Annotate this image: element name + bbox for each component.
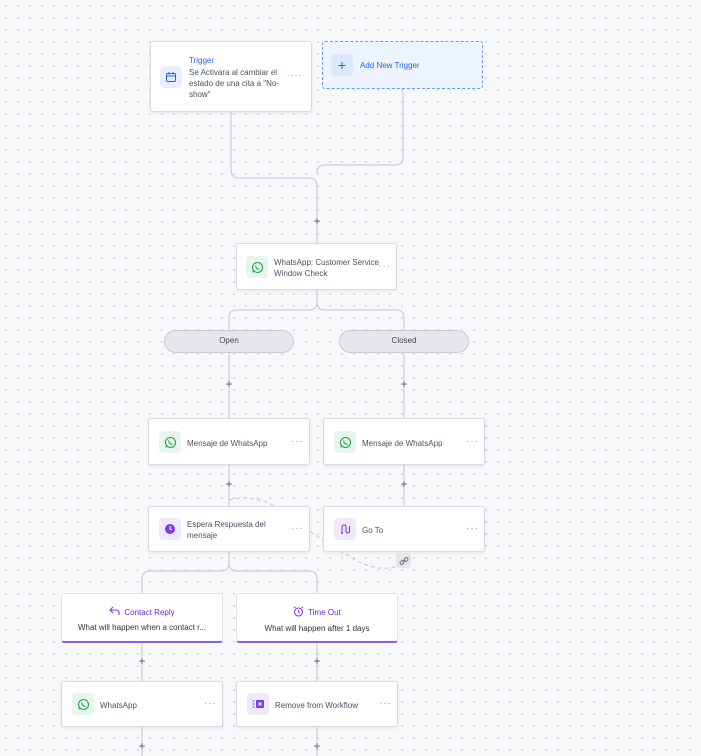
whatsapp-card[interactable]: WhatsApp ··· — [61, 681, 223, 727]
time-out-branch[interactable]: Time Out What will happen after 1 days — [236, 593, 398, 643]
add-step-plus[interactable]: + — [313, 654, 321, 668]
time-out-subtitle: What will happen after 1 days — [264, 624, 370, 633]
whatsapp-icon — [72, 693, 94, 715]
whatsapp-icon — [334, 431, 356, 453]
whatsapp-label: WhatsApp — [100, 701, 137, 710]
time-out-title: Time Out — [308, 608, 341, 617]
branch-closed[interactable]: Closed — [339, 330, 469, 353]
mensaje-closed-label: Mensaje de WhatsApp — [362, 439, 443, 448]
trigger-card[interactable]: Trigger Se Activara al cambiar el estado… — [150, 41, 312, 112]
remove-label: Remove from Workflow — [275, 701, 358, 710]
espera-more-button[interactable]: ··· — [291, 523, 304, 534]
contact-reply-branch[interactable]: Contact Reply What will happen when a co… — [61, 593, 223, 643]
add-step-plus[interactable]: + — [225, 477, 233, 491]
trigger-title: Trigger — [189, 56, 215, 65]
window-check-more-button[interactable]: ··· — [378, 261, 391, 272]
add-step-plus[interactable]: + — [313, 214, 321, 228]
espera-respuesta-card[interactable]: Espera Respuesta del mensaje ··· — [148, 506, 310, 552]
reply-icon — [109, 606, 120, 618]
add-step-plus[interactable]: + — [225, 377, 233, 391]
window-check-label: WhatsApp: Customer Service Window Check — [274, 258, 379, 278]
alarm-clock-icon — [293, 606, 304, 619]
mensaje-whatsapp-open-card[interactable]: Mensaje de WhatsApp ··· — [148, 418, 310, 465]
add-trigger-label: Add New Trigger — [360, 61, 420, 70]
goto-card[interactable]: Go To ··· — [323, 506, 485, 552]
plus-icon: + — [331, 54, 353, 76]
link-icon[interactable] — [396, 553, 411, 568]
clock-icon — [159, 518, 181, 540]
goto-label: Go To — [362, 526, 384, 535]
whatsapp-icon — [246, 256, 268, 278]
branch-open[interactable]: Open — [164, 330, 294, 353]
add-step-plus[interactable]: + — [138, 739, 146, 753]
trigger-more-button[interactable]: ··· — [290, 70, 303, 81]
trigger-description: Se Activara al cambiar el estado de una … — [189, 68, 280, 99]
remove-from-workflow-card[interactable]: Remove from Workflow ··· — [236, 681, 398, 727]
calendar-icon — [160, 66, 182, 88]
espera-label: Espera Respuesta del mensaje — [187, 520, 266, 540]
mensaje-closed-more-button[interactable]: ··· — [466, 436, 479, 447]
mensaje-open-label: Mensaje de WhatsApp — [187, 439, 268, 448]
remove-more-button[interactable]: ··· — [379, 698, 392, 709]
whatsapp-icon — [159, 431, 181, 453]
add-step-plus[interactable]: + — [313, 739, 321, 753]
window-check-card[interactable]: WhatsApp: Customer Service Window Check … — [236, 243, 397, 290]
contact-reply-subtitle: What will happen when a contact r... — [77, 623, 207, 632]
add-step-plus[interactable]: + — [400, 477, 408, 491]
goto-more-button[interactable]: ··· — [466, 523, 479, 534]
contact-reply-title: Contact Reply — [124, 607, 175, 617]
add-step-plus[interactable]: + — [138, 654, 146, 668]
remove-workflow-icon — [247, 693, 269, 715]
mensaje-whatsapp-closed-card[interactable]: Mensaje de WhatsApp ··· — [323, 418, 485, 465]
add-step-plus[interactable]: + — [400, 377, 408, 391]
goto-icon — [334, 518, 356, 540]
add-new-trigger-button[interactable]: + Add New Trigger — [322, 41, 483, 89]
mensaje-open-more-button[interactable]: ··· — [291, 436, 304, 447]
whatsapp-more-button[interactable]: ··· — [204, 698, 217, 709]
